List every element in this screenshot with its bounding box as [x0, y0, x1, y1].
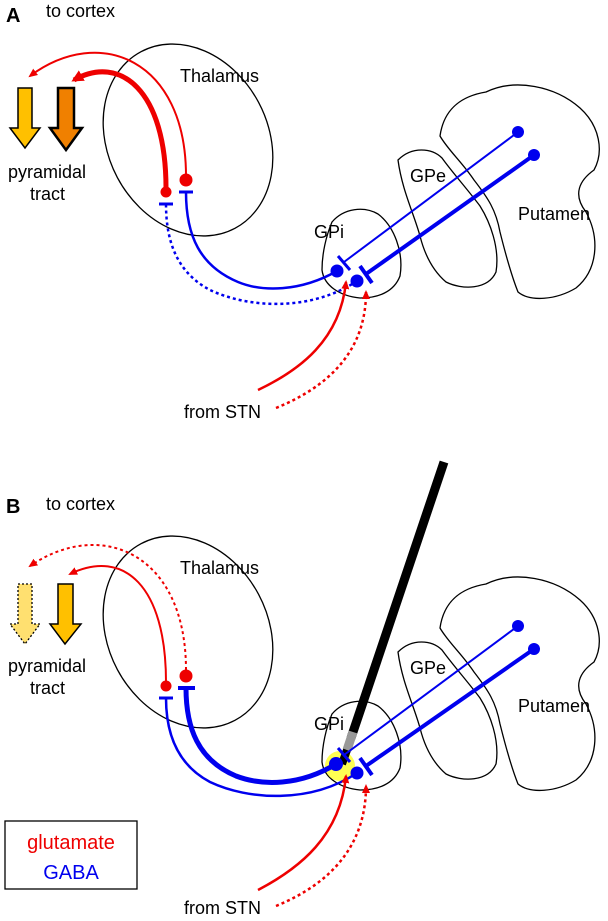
dbs-electrode-contact — [342, 730, 358, 752]
thalamus-region — [102, 535, 274, 729]
putamen-gpi-thin-path — [343, 131, 519, 263]
thalamus-neuron-2 — [179, 173, 193, 187]
pyramidal-label-line1: pyramidal — [8, 656, 86, 676]
to-cortex-label: to cortex — [46, 494, 115, 514]
thalamus-neuron-2 — [179, 669, 193, 683]
panel-b: B Putamen GPe GPi Thalamus — [6, 460, 600, 918]
panel-b-label: B — [6, 496, 20, 518]
thalamocortical-thin-path — [28, 51, 187, 177]
putamen-neuron-2 — [528, 149, 540, 161]
gpi-region — [321, 208, 402, 299]
putamen-neuron-2 — [528, 643, 540, 655]
gpi-region — [321, 700, 402, 791]
from-stn-label: from STN — [184, 402, 261, 422]
gpi-thalamus-solid-path — [184, 191, 338, 290]
legend: glutamate GABA — [4, 820, 138, 890]
synapse-bar-2 — [358, 264, 374, 285]
to-cortex-label: to cortex — [46, 1, 115, 21]
synapse-bar-1 — [336, 747, 352, 763]
putamen-label: Putamen — [518, 204, 590, 224]
legend-box — [4, 820, 138, 890]
pyramidal-arrow-orange — [47, 86, 85, 153]
stn-input-dotted-path — [275, 784, 370, 908]
putamen-gpi-thick-path — [364, 153, 536, 276]
pyramidal-arrow-yellow — [8, 87, 42, 150]
pyramidal-arrow-yellow — [48, 583, 83, 646]
gpe-label: GPe — [410, 658, 446, 678]
gpi-label: GPi — [314, 714, 344, 734]
thalamocortical-thick-path — [71, 69, 169, 189]
putamen-region — [439, 576, 600, 792]
gpe-label: GPe — [410, 166, 446, 186]
putamen-neuron-1 — [512, 620, 524, 632]
thalamocortical-solid-path — [68, 565, 167, 683]
putamen-gpi-thin-path — [343, 625, 519, 756]
stn-input-solid-path — [257, 774, 350, 892]
putamen-neuron-1 — [512, 126, 524, 138]
putamen-label: Putamen — [518, 696, 590, 716]
thalamocortical-dotted-path — [28, 544, 187, 671]
stn-input-dotted-path — [275, 290, 370, 410]
thalamus-label: Thalamus — [180, 66, 259, 86]
gpi-label: GPi — [314, 222, 344, 242]
putamen-gpi-thick-path — [364, 647, 536, 768]
thalamus-neuron-1 — [160, 680, 172, 692]
legend-gaba: GABA — [43, 862, 99, 884]
dbs-electrode-shaft — [346, 460, 449, 740]
thalamus-label: Thalamus — [180, 558, 259, 578]
panel-a-label: A — [6, 5, 20, 27]
from-stn-label: from STN — [184, 898, 261, 918]
panel-a: A Putamen GPe GPi Thalamus — [6, 1, 600, 422]
thalamus-neuron-1 — [160, 186, 172, 198]
pyramidal-label-line1: pyramidal — [8, 162, 86, 182]
stn-input-solid-path — [257, 280, 350, 392]
synapse-bar-2 — [358, 756, 374, 777]
synapse-bar-1 — [336, 255, 352, 271]
pyramidal-label-line2: tract — [30, 184, 65, 204]
gpi-thalamus-solid-path — [164, 697, 358, 798]
pyramidal-label-line2: tract — [30, 678, 65, 698]
gpi-thalamus-thick-path — [183, 687, 338, 785]
putamen-region — [439, 84, 600, 300]
thalamus-region — [102, 43, 274, 237]
legend-glutamate: glutamate — [27, 832, 115, 854]
pyramidal-arrow-dotted — [8, 583, 42, 646]
